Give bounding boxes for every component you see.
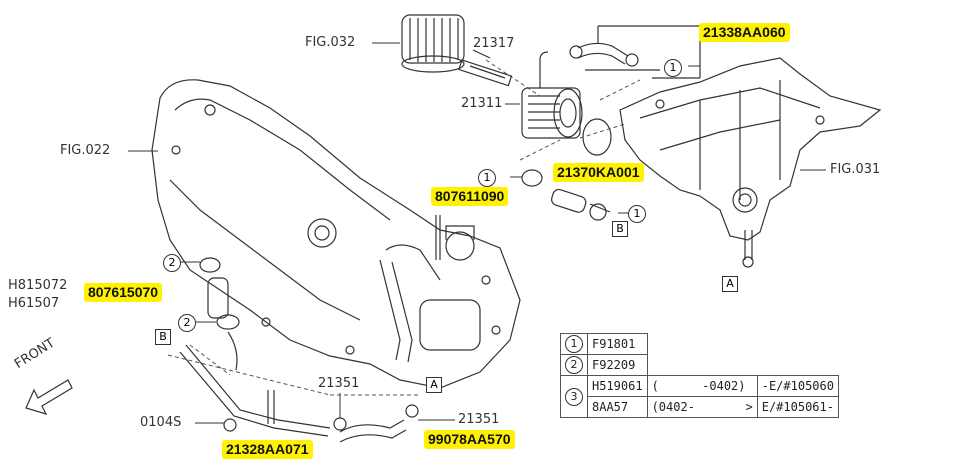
oil-cooler-drawing	[521, 51, 583, 139]
legend-ref-cell: 1	[560, 333, 588, 355]
callout-box-a-left: A	[426, 377, 442, 393]
lower-hose-drawing	[179, 257, 419, 443]
legend-note-cell: -E/#105060	[756, 375, 839, 397]
label-21317: 21317	[473, 36, 515, 51]
part-21338AA060[interactable]: 21338AA060	[699, 23, 790, 42]
legend-row: 3 H519061 ( -0402) -E/#105060	[560, 375, 839, 418]
reference-legend-table: 1 F91801 2 F92209 3 H519061 ( -0402) -E/…	[560, 333, 839, 418]
mid-hose-drawing	[521, 169, 611, 221]
label-0104s: 0104S	[140, 415, 182, 430]
callout-circle-2-top: 2	[163, 254, 181, 272]
callout-box-a-right: A	[722, 276, 738, 292]
leader-lines	[128, 42, 826, 424]
legend-row: 8AA57 (0402- > E/#105061-	[561, 396, 839, 418]
legend-ref-cell: 2	[560, 354, 588, 376]
legend-note-cell: E/#105061-	[756, 396, 839, 418]
legend-range-cell: (0402- >	[646, 396, 758, 418]
dashed-lines	[167, 59, 641, 396]
legend-part-cell: F92209	[587, 354, 648, 376]
callout-circle-1-top: 1	[664, 59, 682, 77]
legend-row: 2 F92209	[560, 354, 839, 376]
legend-ref-cell: 3	[560, 375, 588, 418]
part-21328AA071[interactable]: 21328AA071	[222, 440, 313, 459]
part-807611090[interactable]: 807611090	[431, 187, 509, 206]
label-fig022: FIG.022	[60, 143, 111, 158]
legend-part-cell: 8AA57	[587, 396, 648, 418]
callout-box-b-left: B	[155, 329, 171, 345]
legend-circle-1: 1	[565, 335, 583, 353]
part-99078AA570[interactable]: 99078AA570	[424, 430, 515, 449]
label-21351-right: 21351	[458, 412, 500, 427]
legend-circle-3: 3	[565, 387, 583, 406]
callout-circle-2-bottom: 2	[178, 314, 196, 332]
part-807615070[interactable]: 807615070	[84, 283, 163, 302]
label-21311: 21311	[461, 96, 503, 111]
callout-circle-1-right: 1	[628, 205, 646, 223]
callout-box-b-right: B	[612, 221, 628, 237]
stud-drawing	[458, 59, 513, 87]
label-h815072: H815072	[8, 278, 68, 293]
legend-circle-2: 2	[565, 356, 583, 374]
label-h61507: H61507	[8, 296, 60, 311]
legend-part-cell: H519061	[587, 375, 648, 397]
label-21351-left: 21351	[318, 376, 360, 391]
crankcase-drawing	[619, 57, 882, 268]
legend-part-cell: F91801	[587, 333, 648, 355]
legend-range-cell: ( -0402)	[646, 375, 758, 397]
part-21370KA001[interactable]: 21370KA001	[553, 163, 644, 182]
callout-circle-1-mid: 1	[478, 169, 496, 187]
legend-row: 1 F91801	[560, 333, 839, 355]
o-ring-drawing	[582, 118, 612, 156]
label-fig031: FIG.031	[830, 162, 881, 177]
engine-case-drawing	[151, 79, 521, 389]
label-fig032: FIG.032	[305, 35, 356, 50]
front-arrow	[25, 379, 73, 415]
oil-filter-drawing	[401, 14, 465, 73]
